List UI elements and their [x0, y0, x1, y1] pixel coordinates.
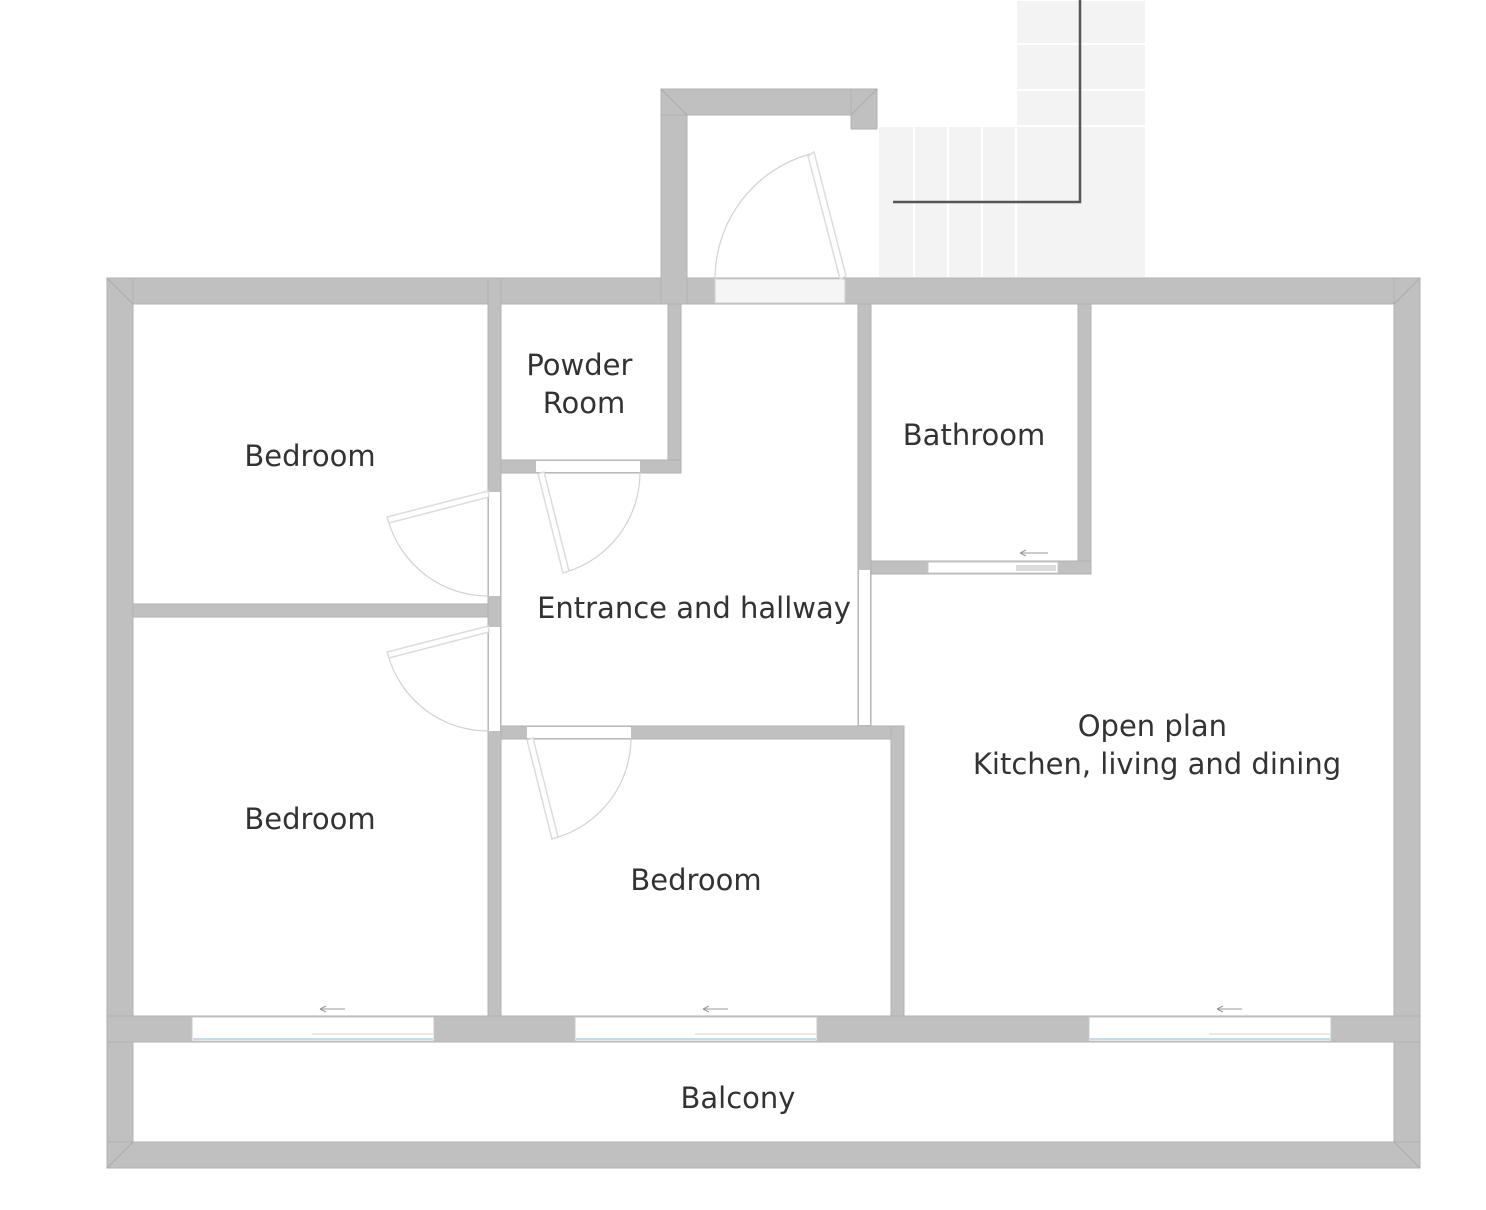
label-open-plan: Open plan Kitchen, living and dining [973, 709, 1341, 781]
balcony-slider-middle [574, 1016, 818, 1042]
entrance-door-leaf [807, 150, 847, 281]
balcony-slider-left-arrow [319, 1005, 345, 1013]
wall-bathroom-right [1077, 303, 1092, 575]
label-balcony: Balcony [681, 1081, 796, 1115]
bedroom-top-door-leaf [386, 490, 490, 524]
entrance-door-swing [714, 153, 811, 280]
bedroom-bottom-door-leaf [386, 625, 490, 659]
bedroom-middle-door-swing [554, 737, 632, 839]
bedroom-top-door-swing [387, 519, 490, 597]
label-bedroom-top-left: Bedroom [244, 439, 375, 473]
open-plan-opening [859, 570, 870, 725]
label-bedroom-middle: Bedroom [630, 863, 761, 897]
wall-vestibule-right-stub [850, 88, 878, 130]
bathroom-sliding-door [927, 561, 1059, 574]
bedroom-top-door-gap [489, 492, 500, 596]
powder-door-leaf [537, 471, 570, 574]
entrance-door-sill [714, 278, 846, 304]
staircase [877, 0, 1147, 279]
bathroom-slider-panel [1016, 565, 1056, 571]
balcony-slider-left [191, 1016, 435, 1042]
label-bedroom-bottom-left: Bedroom [244, 802, 375, 836]
balcony-slider-right-arrow [1216, 1005, 1242, 1013]
balcony-slider-middle-arrow [702, 1005, 728, 1013]
powder-door-gap [536, 461, 640, 472]
room-labels: Bedroom Powder Room Bathroom Entrance an… [244, 348, 1341, 1115]
powder-door-swing [565, 471, 641, 573]
label-entrance-hallway: Entrance and hallway [537, 591, 851, 625]
bedroom-middle-door-leaf [526, 737, 559, 840]
sliding-doors [191, 549, 1332, 1042]
balcony-slider-right [1088, 1016, 1332, 1042]
wall-bottom [106, 1141, 1421, 1169]
bathroom-slide-arrow [1019, 549, 1048, 557]
label-bathroom: Bathroom [903, 418, 1045, 452]
wall-vestibule-left [660, 88, 688, 305]
door-openings [489, 278, 870, 738]
wall-powder-right [667, 303, 682, 474]
wall-bedrooms-divider [132, 603, 489, 618]
bedroom-bottom-door-gap [489, 627, 500, 731]
stair-handrail [893, 0, 1082, 204]
doors [386, 150, 847, 840]
bedroom-bottom-door-swing [387, 654, 490, 732]
wall-vestibule-top [660, 88, 878, 116]
bedroom-middle-door-gap [527, 727, 631, 738]
wall-bedroom-right [890, 725, 905, 1017]
label-powder-room: Powder Room [526, 348, 641, 420]
